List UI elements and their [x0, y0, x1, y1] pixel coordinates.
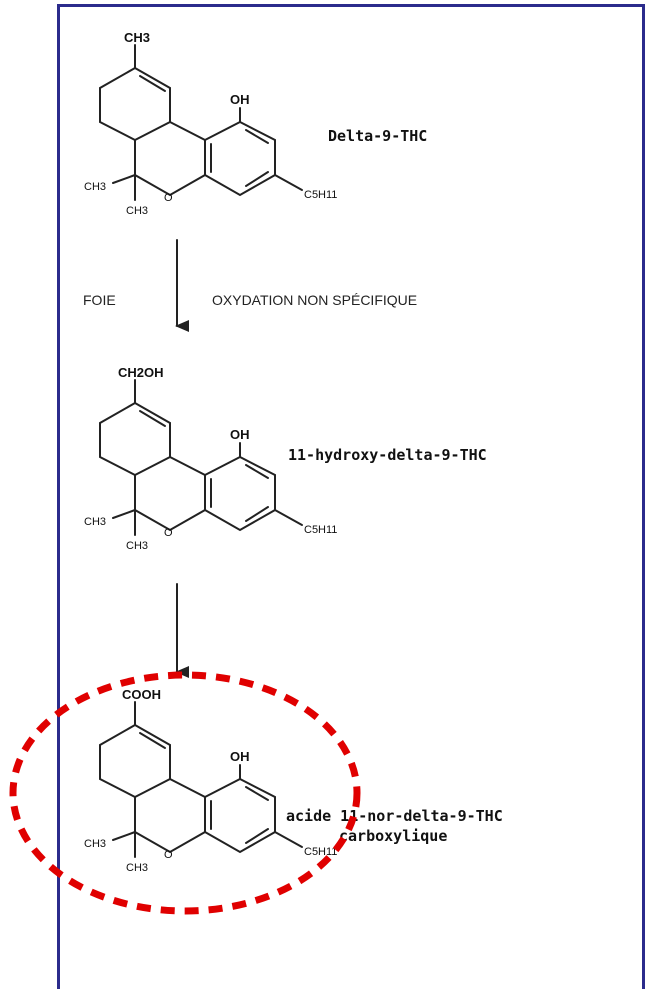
compound-name-thc: Delta-9-THC — [328, 127, 427, 145]
diagram-frame — [57, 4, 645, 989]
compound-name-oh-thc: 11-hydroxy-delta-9-THC — [288, 446, 487, 464]
molecule-oh-thc — [99, 379, 303, 536]
thc-side-chain: C5H11 — [304, 189, 337, 201]
oh-thc-top-group: CH2OH — [118, 365, 164, 380]
compound-name-cooh-thc: acide 11-nor-delta-9-THC — [286, 807, 503, 825]
thc-gem-methyl-bottom: CH3 — [126, 205, 148, 217]
cooh-thc-oh-label: OH — [230, 749, 250, 764]
molecule-cooh-thc — [99, 701, 303, 858]
oh-thc-gem-methyl-left: CH3 — [84, 516, 106, 528]
step-reaction-label: OXYDATION NON SPÉCIFIQUE — [212, 292, 417, 308]
molecule-thc — [99, 44, 303, 201]
step-organ-label: FOIE — [83, 292, 116, 308]
thc-top-group: CH3 — [124, 30, 150, 45]
oh-thc-ring-oxygen: O — [164, 527, 173, 539]
cooh-thc-gem-methyl-left: CH3 — [84, 838, 106, 850]
cooh-thc-gem-methyl-bottom: CH3 — [126, 862, 148, 874]
highlight-ellipse — [9, 671, 361, 915]
thc-ring-oxygen: O — [164, 192, 173, 204]
cooh-thc-side-chain: C5H11 — [304, 846, 337, 858]
thc-gem-methyl-left: CH3 — [84, 181, 106, 193]
oh-thc-side-chain: C5H11 — [304, 524, 337, 536]
oh-thc-gem-methyl-bottom: CH3 — [126, 540, 148, 552]
oh-thc-oh-label: OH — [230, 427, 250, 442]
cooh-thc-top-group: COOH — [122, 687, 161, 702]
compound-name-cooh-thc-line2: carboxylique — [339, 827, 447, 845]
cooh-thc-ring-oxygen: O — [164, 849, 173, 861]
thc-oh-label: OH — [230, 92, 250, 107]
